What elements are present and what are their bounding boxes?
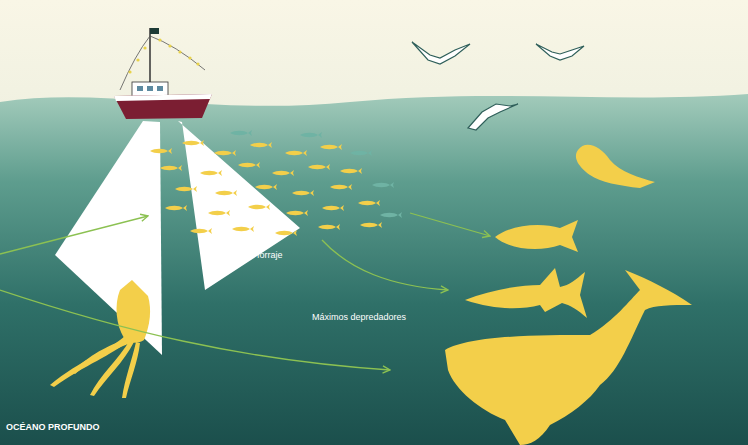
group-label: Máximos depredadores (312, 312, 406, 323)
predators (445, 145, 692, 445)
forage-fish-school (230, 130, 402, 218)
sonar-beam (55, 121, 162, 355)
sea (0, 94, 748, 445)
forage-fish-school (150, 140, 382, 236)
group-label: forraje (257, 250, 283, 261)
sonar-beam (178, 121, 300, 290)
fishing-boat (114, 28, 212, 119)
squid (50, 280, 150, 398)
flow-arrow (0, 213, 490, 370)
zone-label: OCÉANO PROFUNDO (6, 422, 100, 433)
seagulls (412, 42, 584, 130)
